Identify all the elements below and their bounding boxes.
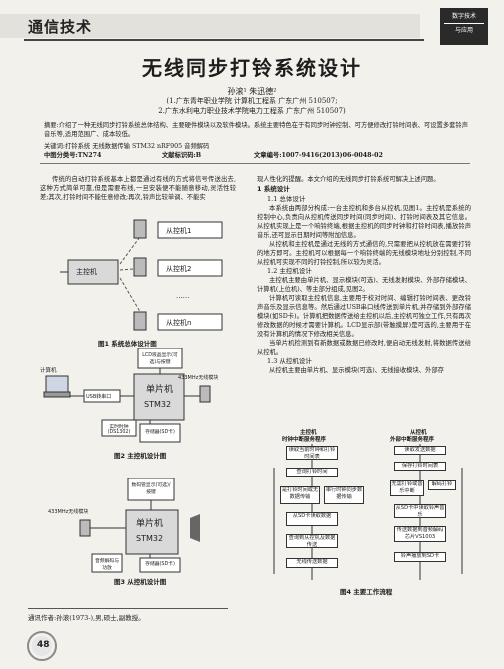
para-1-2-c: 当单片机检测到有新数据或数据已修改时,便启动无线发射,将数据传送给从控机。 [257,340,471,356]
storage-label-3: 存储器(SD卡) [145,562,175,567]
mcu-model: STM32 [144,400,172,409]
flow-left-title2: 时钟中断服务程序 [282,437,327,443]
mcu-label-3: 单片机 [136,519,164,529]
flow-l6: 查询到从控机及数据传送 [286,534,338,548]
slave2-label: 从控机2 [166,265,192,273]
keywords: 关键词:打铃系统 无线数据传输 STM32 nRF905 音频解码 [44,143,210,150]
page-number: 48 [37,640,50,650]
right-intro: 现人性化的提醒。本文介绍的无线同步打铃系统可解决上述问题。 [257,176,440,183]
tag-divider [444,23,484,24]
flow-r7: 铃声播放到SD卡 [394,552,446,562]
subsection-1-3: 1.3 从控机设计 [267,357,312,365]
header-band [0,14,420,38]
flow-l2: 查询打铃时间 [286,468,338,477]
figure-3-caption: 图3 从控机设计图 [114,578,167,586]
figure-2-caption: 图2 主控机设计图 [114,452,167,460]
flow-l1: 读取当前时钟和打铃时间表 [286,446,338,460]
journal-tag: 数字技术 与应用 [440,8,488,45]
lcd-label: LCD液晶显示(可选)与按键 [142,353,178,365]
figure-2: 计算机 USB转串口 LCD液晶显示(可选)与按键 单片机 STM32 433M… [40,348,236,468]
computer-label: 计算机 [40,368,57,374]
author-note: 通讯作者:孙滚(1973-),男,硕士,副教授。 [28,614,145,622]
affiliation-2: 2.广东水利电力职业技术学院电力工程系 广东广州 510507) [158,107,346,115]
flow-l3: 是打铃时间或无数据传输 [280,486,320,504]
figure-3: 数码管显示(可选)/按键 433MHz无线模块 单片机 STM32 音频解码与功… [40,478,236,593]
flow-r2: 保存打铃时间表 [394,462,446,471]
intro-paragraph: 传统的自动打铃系统基本上都是通过有线的方式将信号传送出去,这种方式简单可靠,但是… [40,175,236,202]
section-1-heading: 1 系统设计 [257,185,290,193]
para-1-1-b: 从控机和主控机是通过无线的方式通信的,只需要把从控机放在需要打铃的地方即可。主控… [257,241,471,266]
figure-3-lines [79,478,200,573]
title-rule [40,163,470,164]
para-1-1-a: 本系统由两部分构成:一台主控机和多台从控机,见图1。主控机是系统的控制中心,负责… [257,205,471,239]
page-header: 通信技术 数字技术 与应用 [0,0,504,45]
slave1-label: 从控机1 [166,227,192,235]
figure-1-caption: 图1 系统总体设计图 [98,340,157,348]
mcu-label: 单片机 [146,385,174,395]
affiliation-1: (1.广东青年职业学院 计算机工程系 广东广州 510507; [166,97,338,105]
right-column: 现人性化的提醒。本文介绍的无线同步打铃系统可解决上述问题。 1 系统设计 1.1… [257,175,471,375]
mcu-model-3: STM32 [136,534,164,543]
rf-label: 433MHz无线模块 [178,375,219,381]
figure-4-caption: 图4 主要工作流程 [340,588,393,596]
flow-right-title1: 从控机 [410,430,427,436]
intro-text: 传统的自动打铃系统基本上都是通过有线的方式将信号传送出去,这种方式简单可靠,但是… [40,176,236,201]
figure-4: 主控机 时钟中断服务程序 从控机 外部中断服务程序 读取当前时钟和打铃时间表 查… [262,428,472,598]
page-badge-icon [27,631,57,661]
footer-rule [28,608,228,609]
flow-right-title2: 外部中断服务程序 [390,437,435,443]
flow-l4: 串行时钟同步数据传输 [324,486,364,504]
slaven-label: 从控机n [166,319,192,327]
article-id: 文章编号:1007-9416(2013)06-0048-02 [254,152,383,159]
flow-r3: 无需打铃或音乐中断 [390,480,424,496]
tag-bottom: 与应用 [454,27,473,34]
subsection-1-2: 1.2 主控机设计 [267,267,312,275]
flow-l7: 无线传送数据 [286,558,338,568]
para-1-2-a: 主控机主要由单片机、显示模块(可选)、无线发射模块、外部存储模块、计算机(上位机… [257,277,471,293]
flow-r5: 从SD卡中读取铃声音乐 [394,504,446,518]
clc-number: 中图分类号:TN274 [44,152,102,159]
flow-r1: 读取发送数据 [394,446,446,455]
clock-label: 实时时钟(DS1302) [107,425,131,435]
abstract: 摘要:介绍了一种无线同步打铃系统总体结构、主要硬件模块以及软件模块。系统主要特色… [44,122,469,138]
subsection-1-1: 1.1 总体设计 [267,195,306,203]
flow-r6: 传送数据到音频解码芯片VS1003 [394,526,446,542]
flow-r4: 解码打铃 [428,480,456,490]
figure-1: 主控机 从控机1 从控机2 ...... 从控机n 图1 系统总体设计图 [40,200,236,360]
usb-label: USB转串口 [86,394,112,400]
tag-top: 数字技术 [451,13,476,20]
flow-l5: 从SD卡读取数据 [286,512,338,526]
flow-left-title1: 主控机 [300,430,317,436]
figure-2-lines [43,348,211,443]
master-label: 主控机 [76,268,97,276]
figure-1-lines [60,219,223,331]
paper-title: 无线同步打铃系统设计 [142,56,362,80]
storage-label: 存储器(SD卡) [145,430,175,435]
section-title: 通信技术 [28,18,93,36]
rf-label-3: 433MHz无线模块 [48,509,89,515]
doc-code: 文献标识码:B [162,152,202,159]
header-rule [24,39,424,41]
para-1-2-b: 计算机可读取主控机信息,主要用于校对时间、编辑打铃时间表、更改铃声音乐及显示信息… [257,295,471,338]
slave-dots: ...... [176,292,190,300]
paper-authors: 孙滚¹ 朱迅德² [227,87,277,96]
display-label: 数码管显示(可选)/按键 [131,483,171,495]
para-1-3-a: 从控机主要由单片机、显示模块(可选)、无线接收模块、外部存 [269,367,444,374]
audio-label: 音频解码与功放 [95,559,119,571]
